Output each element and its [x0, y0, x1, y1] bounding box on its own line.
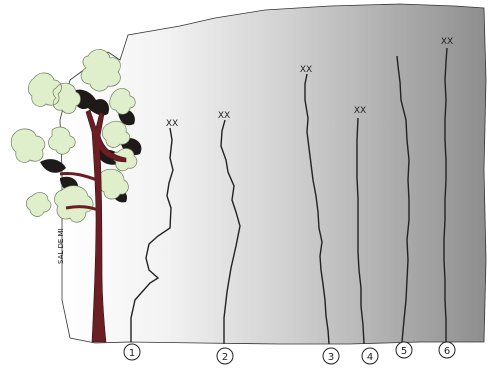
route-marker-1: 1	[124, 344, 140, 360]
route-marker-4: 4	[362, 348, 378, 364]
route-number-2: 2	[222, 352, 228, 363]
route-marker-3: 3	[323, 348, 339, 364]
route-anchor-6: XX	[441, 37, 453, 47]
route-number-6: 6	[444, 346, 450, 357]
route-marker-2: 2	[217, 348, 233, 364]
route-number-3: 3	[328, 352, 334, 363]
route-number-4: 4	[367, 352, 373, 363]
route-marker-6: 6	[439, 342, 455, 358]
side-label: SAL DE MI	[57, 228, 65, 264]
route-anchor-4: XX	[354, 106, 366, 116]
route-anchor-2: XX	[218, 111, 230, 121]
route-number-1: 1	[129, 348, 135, 359]
route-number-5: 5	[401, 346, 407, 357]
route-anchor-3: XX	[300, 65, 312, 75]
route-anchor-1: XX	[166, 119, 178, 129]
route-marker-5: 5	[396, 342, 412, 358]
rock-face	[60, 4, 486, 344]
